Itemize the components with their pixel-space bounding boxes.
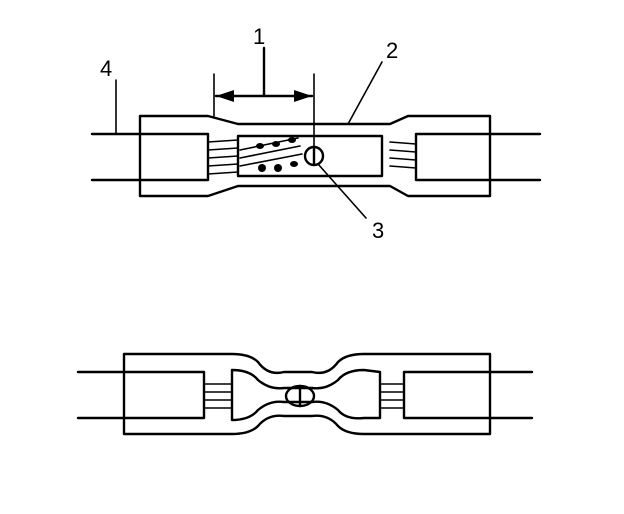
callout-2-leader [347, 61, 383, 125]
bottom-splice-assembly [76, 352, 534, 436]
top-left-crimp-tube [138, 132, 210, 182]
callout-2-label: 2 [386, 38, 398, 63]
top-right-crimp-tube [414, 132, 492, 182]
top-sleeve-outline [138, 114, 492, 198]
top-right-wire-strands [389, 141, 417, 169]
top-twisted-strands [239, 137, 303, 172]
bottom-left-crimp-tube [122, 370, 206, 420]
callout-3-leader [317, 163, 367, 219]
callout-1-label: 1 [253, 24, 265, 49]
callout-3-label: 3 [372, 218, 384, 243]
bottom-solder-ring [284, 384, 316, 408]
top-solder-ring [303, 145, 325, 167]
bottom-left-wire-strands [203, 383, 233, 409]
top-splice-assembly: 1 2 3 4 [90, 24, 542, 243]
bottom-right-wire-strands [379, 383, 405, 409]
bottom-left-wire [76, 370, 126, 420]
bottom-inner-barrel [230, 368, 382, 422]
dimension-1-indicator [213, 46, 315, 147]
bottom-right-wire [488, 370, 534, 420]
callout-4-label: 4 [100, 56, 112, 81]
top-left-wire [90, 132, 142, 182]
bottom-sleeve-outline [122, 352, 492, 436]
top-left-wire-strands [207, 139, 239, 175]
top-right-wire [488, 132, 542, 182]
bottom-right-crimp-tube [402, 370, 492, 420]
